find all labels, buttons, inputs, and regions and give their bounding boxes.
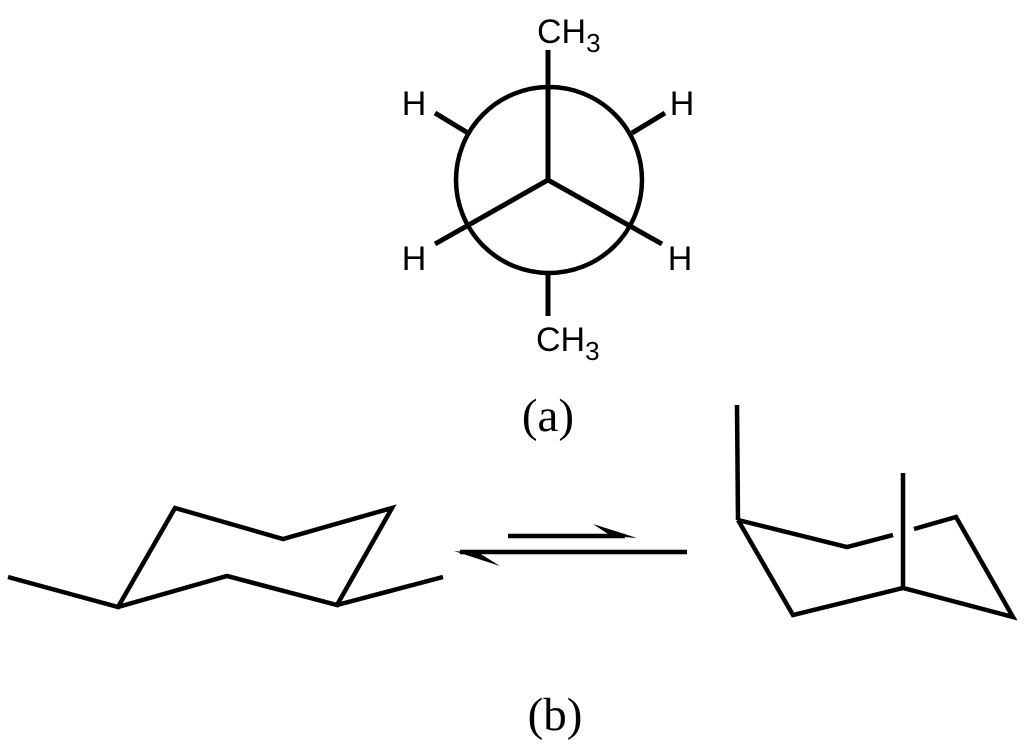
newman-front-bonds — [433, 50, 664, 247]
ch3-top-subscript: 3 — [586, 28, 600, 58]
ch3-label-bottom: CH3 — [536, 321, 600, 366]
ch3-label-top: CH3 — [537, 13, 601, 58]
ch3-top-main: CH — [537, 13, 586, 51]
ch3-bottom-subscript: 3 — [585, 336, 599, 366]
h-label-upper-left: H — [402, 85, 427, 123]
caption-part-a: (a) — [522, 390, 574, 442]
chair-right — [734, 404, 1018, 621]
line-art — [7, 50, 1018, 621]
h-label-lower-left: H — [402, 240, 427, 278]
chair-left-ring-and-methyl — [7, 504, 397, 610]
newman-projection — [433, 50, 667, 316]
newman-back-bonds — [433, 110, 667, 316]
chair-left-equatorial-methyl-right — [336, 574, 444, 608]
chair-left — [7, 504, 444, 610]
h-label-lower-right: H — [668, 240, 693, 278]
h-label-upper-right: H — [670, 85, 695, 123]
equilibrium-arrows — [460, 533, 687, 555]
caption-part-b: (b) — [528, 689, 583, 741]
chair-right-ring — [736, 514, 1018, 621]
ch3-bottom-main: CH — [536, 321, 585, 359]
reverse-arrowhead-icon — [454, 551, 500, 566]
fills-and-text: CH3 CH3 H H H H (a) (b) — [402, 13, 695, 741]
forward-arrowhead-icon — [593, 524, 637, 538]
chair-right-axial-methyl-left — [734, 404, 741, 521]
